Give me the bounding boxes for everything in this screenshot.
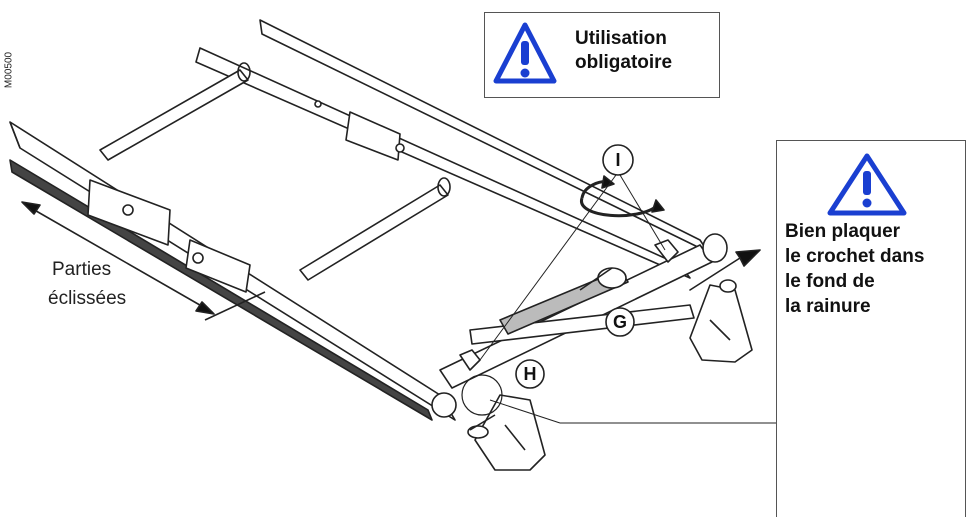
warning-triangle-icon — [493, 22, 557, 84]
rung-2 — [299, 184, 449, 281]
insert-arrow — [689, 249, 761, 291]
right-stand — [689, 284, 753, 363]
warning-triangle-icon — [827, 153, 907, 216]
mandatory-use-text: Utilisation obligatoire — [575, 28, 673, 73]
callout-h: H — [523, 364, 537, 384]
hook-instruction-box: Bien plaquer le crochet dans le fond de … — [776, 140, 966, 517]
rung-1 — [99, 69, 249, 161]
spliced-parts-label: Parties éclissées — [48, 259, 127, 309]
callout-i: I — [615, 150, 621, 170]
callout-g: G — [612, 312, 627, 332]
hook-right — [654, 239, 679, 263]
mandatory-use-warning: Utilisation obligatoire — [484, 12, 720, 98]
hook-instruction-text: Bien plaquer le crochet dans le fond de … — [785, 221, 925, 317]
rotation-arrow — [580, 197, 660, 218]
